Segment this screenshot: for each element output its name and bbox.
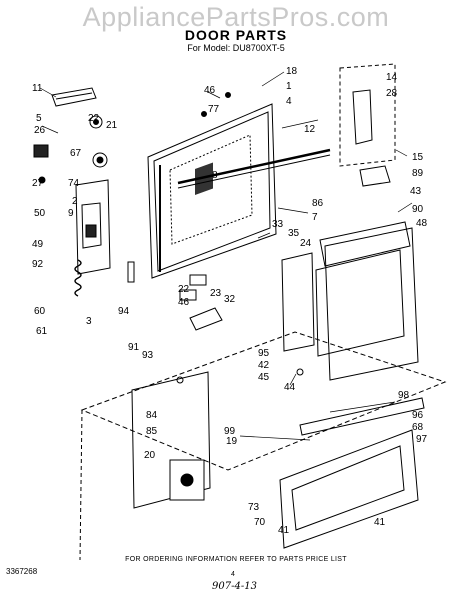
callout-label: 67 bbox=[70, 148, 82, 159]
catalog-code: 3367268 bbox=[6, 567, 38, 576]
callout-label: 3 bbox=[86, 316, 92, 327]
callout-label: 12 bbox=[304, 124, 316, 135]
callout-label: 95 bbox=[258, 348, 270, 359]
callout-label: 2 bbox=[72, 196, 78, 207]
callout-label: 50 bbox=[34, 208, 46, 219]
callout-label: 97 bbox=[416, 434, 428, 445]
callout-label: 28 bbox=[386, 88, 398, 99]
callout-label: 92 bbox=[32, 259, 44, 270]
callout-label: 5 bbox=[36, 113, 42, 124]
watermark: AppliancePartsPros.com bbox=[82, 2, 390, 32]
callout-label: 43 bbox=[410, 186, 422, 197]
callout-label: 18 bbox=[286, 66, 298, 77]
callout-labels: 11 5 26 22 21 67 27 74 2 50 9 49 92 60 6… bbox=[32, 66, 428, 536]
callout-label: 41 bbox=[278, 525, 290, 536]
callout-label: 74 bbox=[68, 178, 80, 189]
callout-label: 60 bbox=[34, 306, 46, 317]
callout-label: 27 bbox=[32, 178, 44, 189]
callout-label: 96 bbox=[412, 410, 424, 421]
callout-label: 21 bbox=[106, 120, 118, 131]
callout-label: 45 bbox=[258, 372, 270, 383]
callout-label: 70 bbox=[254, 517, 266, 528]
callout-label: 8 bbox=[212, 170, 218, 181]
callout-label: 44 bbox=[284, 382, 296, 393]
page-number: 4 bbox=[231, 571, 235, 578]
callout-label: 26 bbox=[34, 125, 46, 136]
callout-label: 20 bbox=[144, 450, 156, 461]
callout-label: 23 bbox=[210, 288, 222, 299]
leader-lines bbox=[39, 71, 413, 441]
callout-label: 49 bbox=[32, 239, 44, 250]
callout-label: 93 bbox=[142, 350, 154, 361]
callout-label: 91 bbox=[128, 342, 140, 353]
callout-label: 15 bbox=[412, 152, 424, 163]
handwritten-note: 907-4-13 bbox=[212, 581, 257, 592]
callout-label: 99 bbox=[224, 426, 236, 437]
callout-label: 9 bbox=[68, 208, 74, 219]
callout-label: 35 bbox=[288, 228, 300, 239]
callout-label: 84 bbox=[146, 410, 158, 421]
callout-label: 68 bbox=[412, 422, 424, 433]
ordering-note: FOR ORDERING INFORMATION REFER TO PARTS … bbox=[125, 556, 347, 563]
callout-label: 85 bbox=[146, 426, 158, 437]
callout-label: 4 bbox=[286, 96, 292, 107]
model-number: For Model: DU8700XT-5 bbox=[187, 43, 285, 53]
callout-label: 11 bbox=[32, 83, 43, 94]
callout-label: 22 bbox=[88, 113, 100, 124]
page-title: DOOR PARTS bbox=[184, 27, 288, 43]
callout-label: 24 bbox=[300, 238, 312, 249]
callout-label: 41 bbox=[374, 517, 386, 528]
diagram-linework bbox=[33, 63, 447, 561]
callout-label: 73 bbox=[248, 502, 260, 513]
callout-label: 98 bbox=[398, 390, 410, 401]
callout-label: 94 bbox=[118, 306, 130, 317]
callout-label: 61 bbox=[36, 326, 48, 337]
callout-label: 48 bbox=[416, 218, 428, 229]
callout-label: 46 bbox=[178, 297, 190, 308]
callout-label: 1 bbox=[286, 81, 292, 92]
callout-label: 7 bbox=[312, 212, 318, 223]
callout-label: 19 bbox=[226, 436, 238, 447]
callout-label: 86 bbox=[312, 198, 324, 209]
callout-label: 42 bbox=[258, 360, 270, 371]
callout-label: 14 bbox=[386, 72, 398, 83]
callout-label: 32 bbox=[224, 294, 236, 305]
callout-label: 77 bbox=[208, 104, 220, 115]
callout-label: 22 bbox=[178, 284, 190, 295]
callout-label: 90 bbox=[412, 204, 424, 215]
callout-label: 33 bbox=[272, 219, 284, 230]
callout-label: 89 bbox=[412, 168, 424, 179]
callout-label: 46 bbox=[204, 85, 216, 96]
